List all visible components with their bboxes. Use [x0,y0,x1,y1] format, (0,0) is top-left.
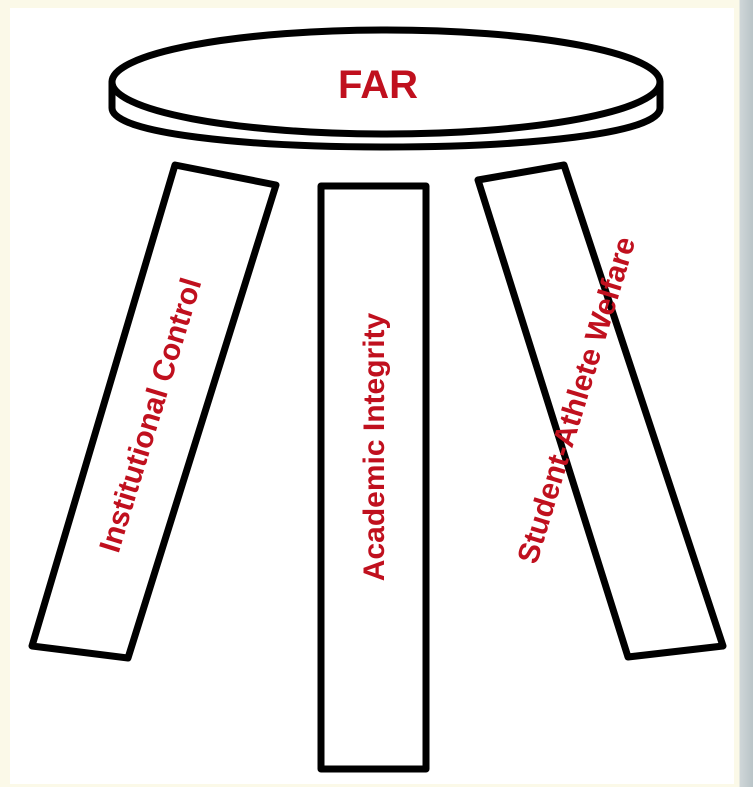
right-leg [478,165,723,657]
center-leg-label: Academic Integrity [358,312,391,581]
seat-label: FAR [338,63,418,107]
